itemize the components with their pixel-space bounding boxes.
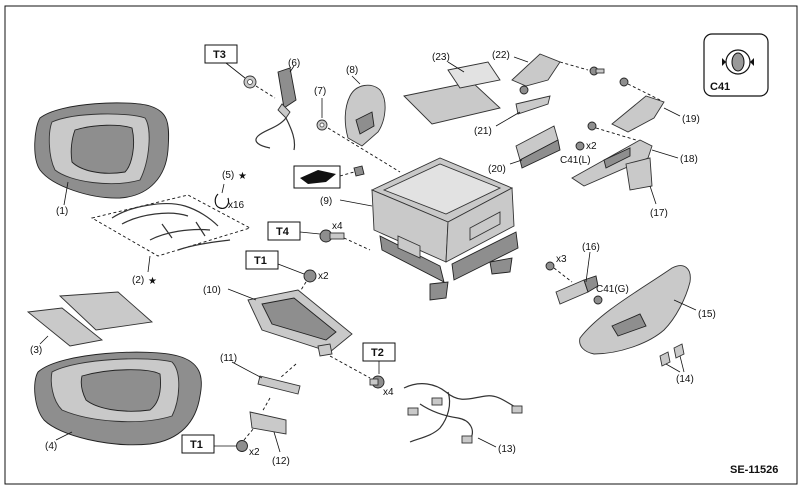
clip-ref-c41: C41 [710, 81, 730, 93]
seat-wiring-harness [403, 383, 523, 444]
part-label-15: (15) [698, 309, 716, 320]
screw-icon [587, 121, 597, 131]
qty-x4-t2: x4 [383, 387, 394, 398]
tool-box-t1-lower [181, 434, 215, 454]
part-label-21: (21) [474, 126, 492, 137]
seat-pan [247, 289, 353, 357]
shield-cover-21 [515, 95, 551, 115]
tool-ref-t1-upper: T1 [254, 255, 267, 267]
tool-box-t3 [204, 44, 238, 64]
nut-icon [303, 269, 317, 283]
part-label-17: (17) [650, 208, 668, 219]
shield-cover-22 [511, 53, 561, 87]
qty-x4-t4: x4 [332, 221, 343, 232]
clip-c41-icon [722, 49, 754, 75]
part-label-1: (1) [56, 206, 68, 217]
qty-x16: x16 [228, 200, 245, 211]
part-label-14: (14) [676, 374, 694, 385]
seat-wire-frame [111, 203, 231, 251]
seat-frame [370, 157, 519, 301]
clip-ref-c41g: C41(G) [596, 284, 629, 295]
part-label-10: (10) [203, 285, 221, 296]
seat-cushion-cover [34, 351, 202, 446]
qty-x2-t1-upper: x2 [318, 271, 329, 282]
nut-icon [236, 440, 248, 452]
part-label-23: (23) [432, 52, 450, 63]
screw-icon [589, 66, 605, 76]
seat-pad-plate [403, 61, 501, 125]
seat-switch-knobs-14 [659, 343, 685, 367]
part-label-5: (5) [222, 170, 234, 181]
part-label-8: (8) [346, 65, 358, 76]
part-label-12: (12) [272, 456, 290, 467]
clip-c41g-icon [593, 295, 603, 305]
part-label-11: (11) [220, 353, 237, 364]
seat-cushion-pad [34, 102, 170, 199]
cushion-bracket [257, 375, 301, 395]
clip-c41l-icon [575, 141, 585, 151]
rail-bracket-17 [625, 157, 653, 191]
qty-x3-16: x3 [556, 254, 567, 265]
diagram-id: SE-11526 [730, 464, 778, 476]
screw-icon [619, 77, 629, 87]
seat-side-shield-15 [579, 265, 691, 355]
part-label-16: (16) [582, 242, 600, 253]
tool-ref-t1-lower: T1 [190, 439, 203, 451]
qty-x2-c41l: x2 [586, 141, 597, 152]
qty-x2-t1-lower: x2 [249, 447, 260, 458]
star-mark-2: ★ [148, 276, 157, 287]
part-label-13: (13) [498, 444, 516, 455]
tool-ref-t2: T2 [371, 347, 384, 359]
rail-guide-20 [515, 125, 561, 169]
part-label-4: (4) [45, 441, 57, 452]
rail-cover-18 [571, 139, 653, 187]
clip-icon [300, 170, 336, 184]
seat-heater-mat [26, 291, 154, 347]
part-label-6: (6) [288, 58, 300, 69]
part-label-19: (19) [682, 114, 700, 125]
part-label-7: (7) [314, 86, 326, 97]
part-label-9: (9) [320, 196, 332, 207]
recliner-cover [344, 84, 386, 147]
part-label-20: (20) [488, 164, 506, 175]
part-label-22: (22) [492, 50, 510, 61]
part-label-18: (18) [680, 154, 698, 165]
rail-cover-19 [611, 95, 665, 133]
tool-ref-t3: T3 [213, 49, 226, 61]
screw-icon [545, 261, 555, 271]
cushion-plate [249, 411, 287, 435]
part-label-3: (3) [30, 345, 42, 356]
seat-belt-buckle [255, 67, 297, 151]
part-label-2: (2) [132, 275, 144, 286]
star-mark-5: ★ [238, 171, 247, 182]
slide-motor-16 [555, 275, 599, 305]
hog-ring-icon [214, 193, 230, 209]
tool-ref-t4: T4 [276, 226, 290, 238]
tool-box-t1-upper [245, 250, 279, 270]
clip-ref-c41l: C41(L) [560, 155, 591, 166]
bolt-icon [369, 375, 385, 389]
bolt-icon [319, 229, 345, 243]
screw-icon [519, 85, 529, 95]
tool-box-t4 [267, 221, 301, 241]
